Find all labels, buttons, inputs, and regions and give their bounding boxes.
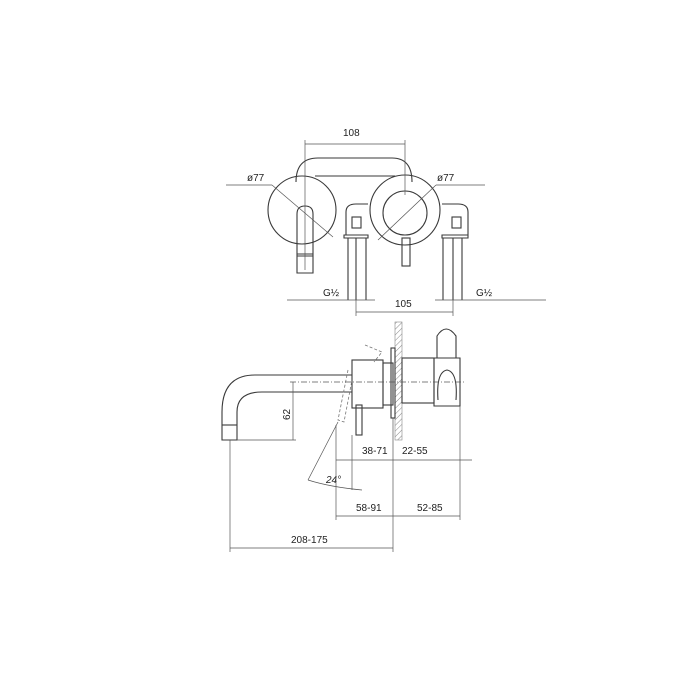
lever-dashed-position [337,344,383,423]
dim-105: 105 [395,299,412,310]
dim-diameter-left-line [271,184,334,238]
right-pipe [442,238,463,300]
dim-24-degree: 24° [325,475,341,486]
dim-diameter-right-line [377,184,437,241]
dim-62: 62 [282,408,293,420]
right-lever-top [401,237,411,267]
mixer-body [351,359,384,409]
right-knob [382,190,428,236]
mixer-collar [382,362,394,406]
bridge-outer [295,157,413,183]
wall-hatch [394,321,403,441]
left-pipe [347,238,367,300]
dim-diameter-right: ø77 [437,173,455,184]
angle-leg [307,421,339,481]
side-view: 62 38-71 22-55 24° 58-91 52-85 208-175 [221,321,472,552]
left-rosette [267,175,337,245]
dim-diameter-left: ø77 [247,173,265,184]
left-elbow [343,203,369,239]
dim-22-55: 22-55 [402,446,428,457]
dim-52-85: 52-85 [417,503,443,514]
handle-capsule [436,328,457,358]
dim-108: 108 [343,128,360,139]
angle-arc [307,479,363,491]
right-elbow-port [451,216,462,229]
spout [221,374,352,441]
dim-thread-right: G½ [476,288,493,299]
lever [355,404,363,436]
left-elbow-port [351,216,362,229]
dim-thread-left: G½ [323,288,340,299]
dim-58-91: 58-91 [356,503,382,514]
dim-38-71: 38-71 [362,446,388,457]
right-elbow [441,203,469,239]
top-view: 108 ø77 ø77 G½ G½ 105 [226,128,546,316]
valve-body [401,357,435,404]
dim-208-175: 208-175 [291,535,328,546]
